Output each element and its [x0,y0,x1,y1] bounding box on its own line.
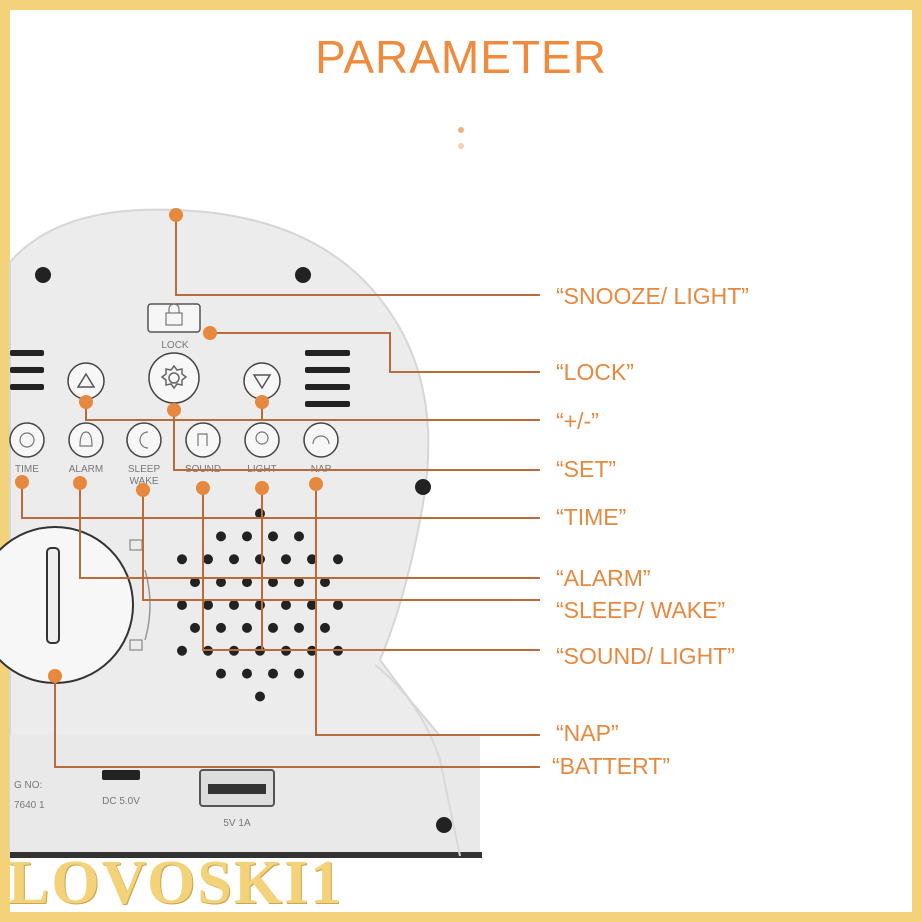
speaker-hole [203,554,213,565]
usb-label: 5V 1A [223,818,251,829]
wake-label: WAKE [129,476,158,487]
speaker-hole [268,668,278,679]
triangle-down-icon [252,374,272,390]
leader-dots [15,208,323,683]
speaker-hole [216,531,226,542]
speaker-hole [190,577,200,588]
speaker-hole [333,554,343,565]
speaker-hole [268,622,278,633]
left-vent [10,350,44,390]
speaker-hole [190,622,200,633]
screw-icon [436,817,452,833]
speaker-grille [177,508,343,702]
speaker-hole [294,622,304,633]
triangle-up-icon [76,372,96,388]
speaker-hole [177,600,187,610]
callout-sleep-wake: “SLEEP/ WAKE” [556,597,726,623]
time-button[interactable] [9,422,45,458]
speaker-hole [281,600,291,610]
clock-icon [19,432,35,448]
moon-sun-icon [139,431,149,449]
model-label-line1: G NO: [14,780,42,791]
callout-snooze-light: “SNOOZE/ LIGHT” [556,283,749,309]
usb-port[interactable] [199,769,275,807]
sleep-wake-button[interactable] [126,422,162,458]
speaker-hole [242,668,252,679]
time-label: TIME [15,464,39,475]
speaker-hole [255,508,265,519]
callout-set: “SET” [556,456,617,482]
alarm-label: ALARM [69,464,103,475]
speaker-hole [255,600,265,610]
music-note-icon [197,433,208,446]
down-button[interactable] [243,362,281,400]
alarm-button[interactable] [68,422,104,458]
decor-dot [458,143,464,149]
speaker-hole [255,691,265,702]
bulb-icon [255,431,269,445]
speaker-hole [216,668,226,679]
light-button[interactable] [244,422,280,458]
nap-gauge-icon [312,435,330,445]
speaker-hole [177,645,187,656]
speaker-hole [203,600,213,610]
speaker-hole [229,600,239,610]
right-vent [305,350,350,407]
rotate-arrow-icon [144,569,151,641]
callout-lock: “LOCK” [556,359,634,385]
screw-icon [415,479,431,495]
dc-port[interactable] [102,770,140,780]
speaker-hole [216,577,226,588]
bell-icon [79,431,93,447]
gear-icon [160,364,188,390]
callout-time: “TIME” [556,504,627,530]
speaker-hole [307,600,317,610]
callout-plus-minus: “+/-” [556,408,599,434]
speaker-hole [268,577,278,588]
speaker-hole [307,554,317,565]
speaker-hole [320,622,330,633]
speaker-hole [177,554,187,565]
screw-icon [295,267,311,283]
sleep-label: SLEEP [128,464,161,475]
speaker-hole [333,600,343,610]
lock-open-icon [129,639,143,651]
callout-alarm: “ALARM” [556,565,651,591]
speaker-hole [255,554,265,565]
model-label-line2: 7640 1 [14,800,45,811]
speaker-hole [294,531,304,542]
speaker-hole [320,577,330,588]
callout-sound-light: “SOUND/ LIGHT” [556,643,735,669]
lock-label: LOCK [161,340,189,351]
callout-battery: “BATTERT” [552,753,670,779]
speaker-hole [242,622,252,633]
speaker-hole [216,622,226,633]
up-button[interactable] [67,362,105,400]
page-title: PARAMETER [315,31,607,83]
screw-icon [35,267,51,283]
lock-switch[interactable] [147,303,201,333]
sound-button[interactable] [185,422,221,458]
speaker-hole [294,668,304,679]
battery-cover[interactable] [0,526,151,684]
callout-nap: “NAP” [556,720,619,746]
speaker-hole [268,531,278,542]
speaker-hole [242,531,252,542]
set-button[interactable] [148,352,200,404]
speaker-hole [242,577,252,588]
decor-dot [458,127,464,133]
nap-button[interactable] [303,422,339,458]
speaker-hole [281,554,291,565]
watermark: LOVOSKI1 [8,849,344,917]
speaker-hole [294,577,304,588]
speaker-hole [229,554,239,565]
dc-label: DC 5.0V [102,796,140,807]
